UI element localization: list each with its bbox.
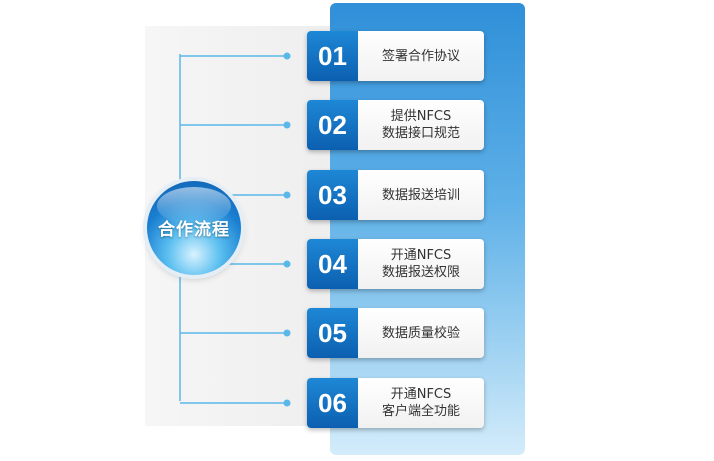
step-text: 数据报送培训 bbox=[358, 170, 484, 220]
step-card-4: 04 开通NFCS 数据报送权限 bbox=[307, 239, 484, 289]
branch-dot-3 bbox=[283, 191, 291, 199]
branch-dot-5 bbox=[283, 329, 291, 337]
step-card-5: 05 数据质量校验 bbox=[307, 308, 484, 358]
step-line: 数据报送培训 bbox=[381, 187, 460, 203]
branch-dot-1 bbox=[283, 52, 291, 60]
step-number: 06 bbox=[307, 378, 358, 428]
step-number: 01 bbox=[307, 31, 358, 81]
branch-dot-2 bbox=[283, 121, 291, 129]
step-text: 数据质量校验 bbox=[358, 308, 484, 358]
branch-dot-6 bbox=[283, 399, 291, 407]
step-text: 开通NFCS 客户端全功能 bbox=[358, 378, 484, 428]
step-card-6: 06 开通NFCS 客户端全功能 bbox=[307, 378, 484, 428]
hub-label: 合作流程 bbox=[158, 220, 230, 240]
step-line: 开通NFCS bbox=[390, 387, 452, 402]
step-line: 数据质量校验 bbox=[381, 325, 460, 341]
step-text: 签署合作协议 bbox=[358, 31, 484, 81]
step-line: 数据报送权限 bbox=[381, 265, 460, 280]
step-text: 开通NFCS 数据报送权限 bbox=[358, 239, 484, 289]
branch-dot-4 bbox=[283, 260, 291, 268]
step-line: 客户端全功能 bbox=[381, 404, 460, 419]
step-text: 提供NFCS 数据接口规范 bbox=[358, 100, 484, 150]
step-card-3: 03 数据报送培训 bbox=[307, 170, 484, 220]
step-line: 开通NFCS bbox=[390, 248, 452, 263]
hub-circle: 合作流程 bbox=[147, 181, 241, 275]
step-line: 签署合作协议 bbox=[381, 48, 460, 64]
step-number: 04 bbox=[307, 239, 358, 289]
step-line: 数据接口规范 bbox=[381, 126, 460, 141]
step-card-2: 02 提供NFCS 数据接口规范 bbox=[307, 100, 484, 150]
step-line: 提供NFCS bbox=[390, 109, 452, 124]
step-number: 03 bbox=[307, 170, 358, 220]
step-card-1: 01 签署合作协议 bbox=[307, 31, 484, 81]
step-number: 02 bbox=[307, 100, 358, 150]
step-number: 05 bbox=[307, 308, 358, 358]
